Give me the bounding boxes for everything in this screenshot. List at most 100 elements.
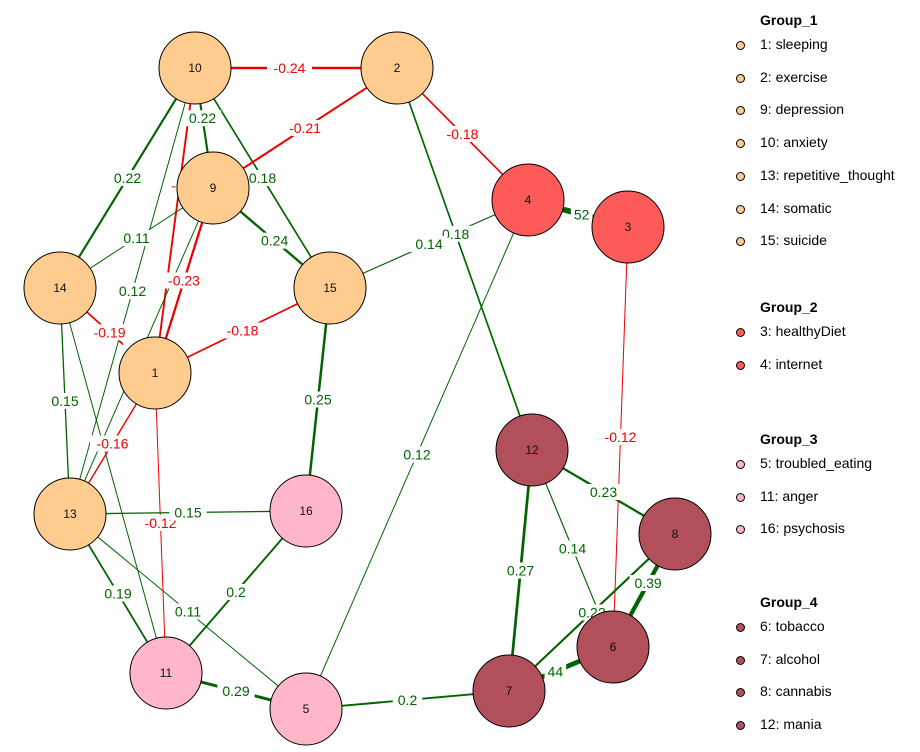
edge-label-bg-4-3 (570, 206, 593, 223)
edge-label-14-1: -0.19 (94, 324, 126, 340)
legend-item: 11: anger (736, 488, 818, 504)
node-1[interactable]: 1 (118, 336, 192, 410)
edge-label-bg-15-16 (299, 391, 337, 408)
edge-label-bg-9-2 (282, 120, 328, 136)
edge-label-bg-8-6 (629, 575, 667, 592)
edge-label-bg-12-8 (584, 484, 623, 500)
legend-dot-icon (736, 73, 745, 83)
legend-item: 14: somatic (736, 200, 832, 216)
edge-label-bg-10-2 (267, 60, 312, 76)
legend-item: 3: healthyDiet (736, 323, 846, 339)
node-16[interactable]: 16 (269, 474, 343, 548)
node-circle-1[interactable] (118, 336, 192, 410)
node-circle-4[interactable] (491, 163, 565, 237)
legend-item: 16: psychosis (736, 520, 845, 536)
legend-item-label: 8: cannabis (760, 683, 832, 700)
node-circle-7[interactable] (472, 654, 546, 728)
node-circle-3[interactable] (591, 190, 665, 264)
node-circle-10[interactable] (158, 31, 232, 105)
edge-label-3-6: -0.12 (605, 429, 637, 445)
edge-label-1-13: -0.16 (97, 436, 129, 452)
node-label-12: 12 (525, 443, 539, 457)
legend-dot-icon (736, 106, 745, 116)
edge-label-bg-5-7 (392, 692, 423, 708)
node-6[interactable]: 6 (576, 610, 650, 684)
legend-dot-icon (736, 492, 745, 502)
node-circle-5[interactable] (269, 672, 343, 746)
legend-item: 5: troubled_eating (736, 455, 872, 471)
edge-label-bg-16-11 (221, 584, 251, 600)
legend-item-label: 3: healthyDiet (760, 323, 846, 339)
node-circle-13[interactable] (33, 477, 107, 551)
edge-label-1-15: -0.18 (227, 323, 259, 339)
legend-dot-icon (736, 41, 745, 50)
legend-item-label: 2: exercise (760, 68, 828, 85)
legend-title-group_3: Group_3 (760, 431, 818, 447)
edge-label-5-7: 0.2 (398, 692, 418, 708)
node-14[interactable]: 14 (23, 251, 97, 325)
node-3[interactable]: 3 (591, 190, 665, 264)
edge-label-bg-10-13 (113, 283, 152, 299)
edge-label-16-11: 0.2 (226, 584, 246, 600)
node-circle-14[interactable] (23, 251, 97, 325)
legend-item: 9: depression (736, 101, 844, 117)
node-15[interactable]: 15 (293, 251, 367, 325)
node-2[interactable]: 2 (360, 31, 434, 105)
edge-label-bg-4-5 (398, 446, 436, 463)
edge-label-10-15: 0.18 (249, 170, 276, 186)
node-label-16: 16 (299, 504, 313, 518)
edge-label-bg-9-1 (161, 272, 207, 289)
node-5[interactable]: 5 (269, 672, 343, 746)
edge-label-7-6: 44 (548, 663, 564, 679)
legend-title-group_1: Group_1 (760, 12, 818, 28)
edge-2-12 (408, 101, 521, 417)
node-8[interactable]: 8 (638, 497, 712, 571)
edge-label-14-9: 0.11 (123, 230, 149, 246)
edge-label-bg-14-9 (117, 230, 156, 246)
node-circle-6[interactable] (576, 610, 650, 684)
node-label-2: 2 (394, 61, 401, 75)
legend-dot-icon (736, 525, 745, 535)
edge-label-15-4: 0.14 (415, 236, 442, 252)
legend-dot-icon (736, 204, 745, 214)
edge-label-10-9: 0.22 (189, 110, 216, 126)
node-circle-16[interactable] (269, 474, 343, 548)
legend-title-group_4: Group_4 (760, 594, 818, 610)
legend-dot-icon (736, 460, 745, 469)
legend-item: 7: alcohol (736, 651, 820, 667)
edge-label-8-6: 0.39 (634, 575, 661, 591)
node-circle-8[interactable] (638, 497, 712, 571)
edge-label-bg-10-9 (183, 110, 222, 127)
legend-item: 15: suicide (736, 232, 827, 248)
edge-label-bg-1-15 (220, 322, 265, 339)
legend-dot-icon (736, 139, 745, 149)
node-4[interactable]: 4 (491, 163, 565, 237)
node-12[interactable]: 12 (495, 413, 569, 487)
edge-label-bg-15-4 (410, 236, 448, 252)
node-13[interactable]: 13 (33, 477, 107, 551)
edge-label-9-15: 0.24 (261, 233, 288, 249)
node-circle-15[interactable] (293, 251, 367, 325)
edge-label-4-3: 52 (574, 206, 590, 222)
node-circle-11[interactable] (129, 636, 203, 710)
node-circle-9[interactable] (176, 151, 250, 225)
edge-label-bg-10-14 (108, 170, 147, 186)
edge-label-15-16: 0.25 (304, 392, 331, 408)
edge-label-bg-2-4 (440, 126, 485, 142)
legend-item-label: 11: anger (760, 487, 819, 504)
node-9[interactable]: 9 (176, 151, 250, 225)
node-7[interactable]: 7 (472, 654, 546, 728)
legend-dot-icon (736, 655, 745, 665)
edge-label-bg-10-15 (243, 170, 282, 186)
legend-item-label: 1: sleeping (760, 36, 828, 52)
node-label-9: 9 (210, 181, 217, 195)
node-10[interactable]: 10 (158, 31, 232, 105)
edge-label-4-5: 0.12 (403, 447, 430, 463)
node-circle-12[interactable] (495, 413, 569, 487)
edge-label-bg-3-6 (598, 429, 643, 445)
node-circle-2[interactable] (360, 31, 434, 105)
legend-dot-icon (736, 171, 745, 181)
node-11[interactable]: 11 (129, 636, 203, 710)
edge-label-13-16: 0.15 (174, 505, 201, 521)
